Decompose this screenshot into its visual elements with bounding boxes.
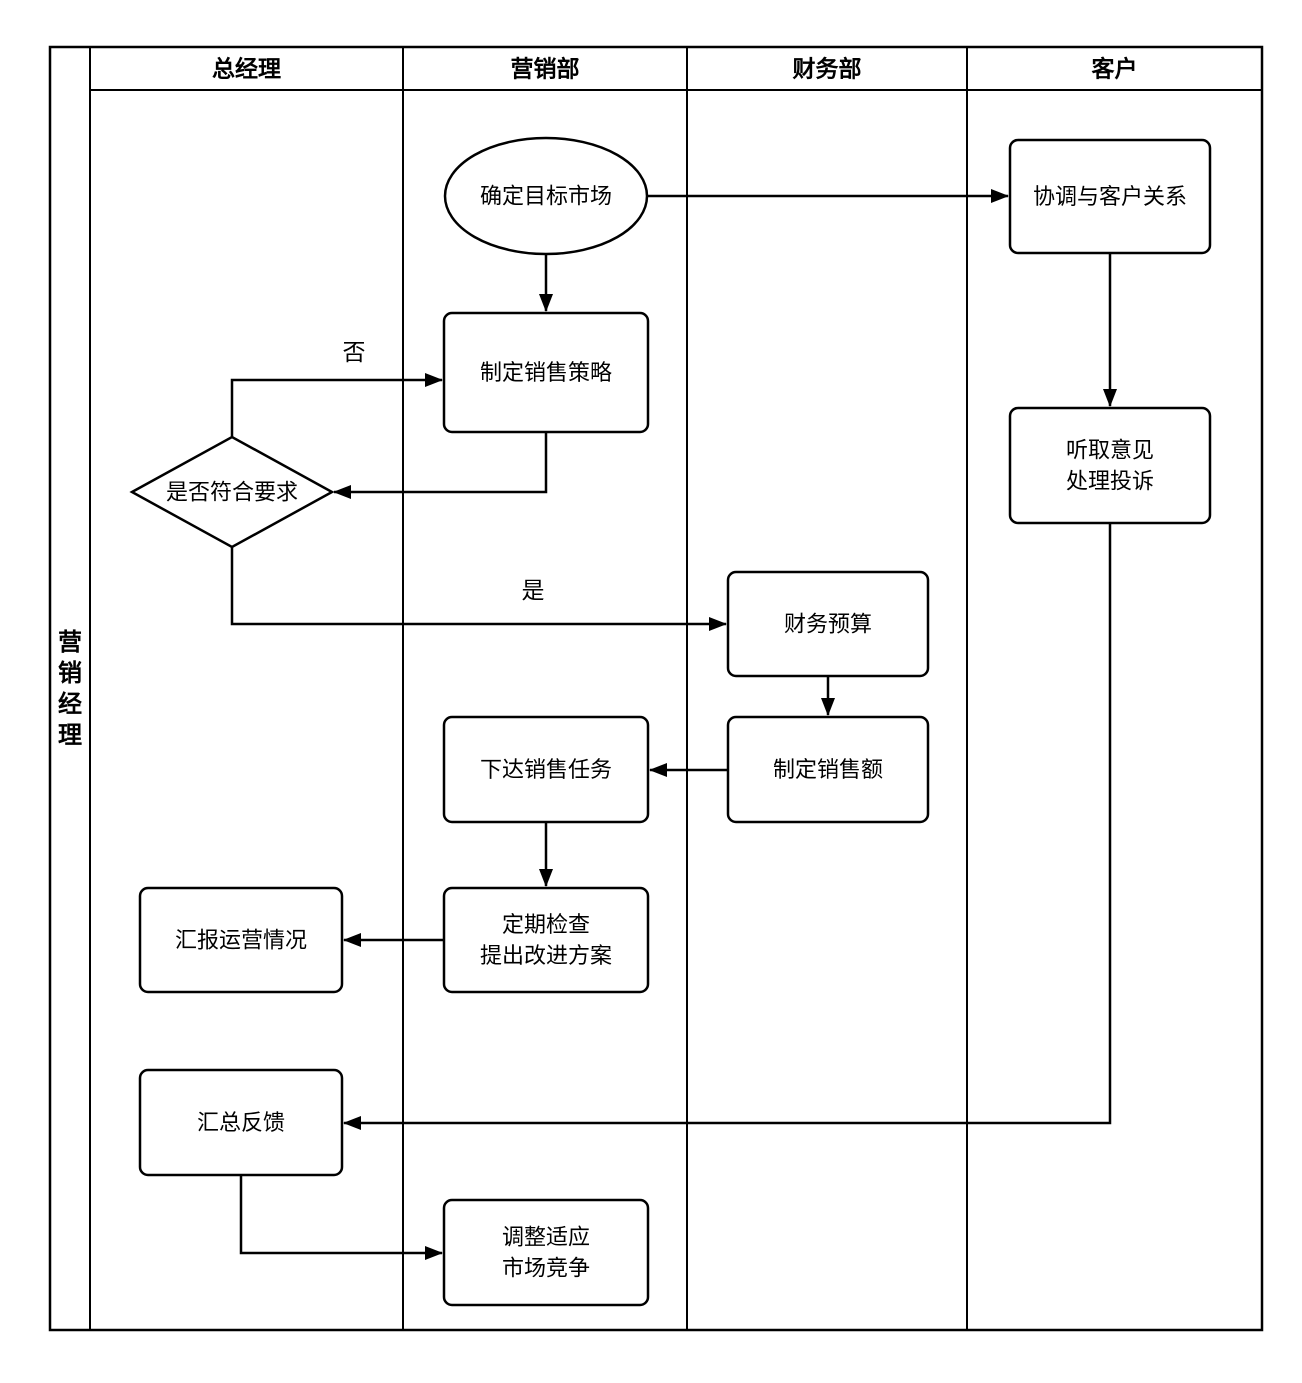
- rect-shape: [442, 715, 650, 824]
- rect-shape: [1008, 406, 1212, 525]
- node-label: 定期检查: [502, 912, 590, 937]
- node-label: 财务预算: [784, 612, 872, 637]
- rect-shape: [138, 886, 344, 994]
- node-meets-requirements: 是否符合要求: [129, 435, 335, 549]
- edge-label-decision-no-to-strategy: 否: [343, 339, 366, 365]
- rect-shape: [442, 886, 650, 994]
- lane-label-char: 销: [58, 660, 82, 687]
- node-coordinate-customer-relations: 协调与客户关系: [1008, 138, 1212, 255]
- lane-header-customer: 客户: [1092, 56, 1138, 82]
- node-formulate-sales-strategy: 制定销售策略: [442, 311, 650, 434]
- lane-header-general-manager: 总经理: [212, 56, 281, 82]
- rect-shape: [138, 1068, 344, 1177]
- edge-strategy-to-decision: [333, 432, 548, 499]
- edge-feedback-to-adjust: [239, 1175, 443, 1260]
- node-label: 汇总反馈: [197, 1110, 285, 1135]
- node-report-operations: 汇报运营情况: [138, 886, 344, 994]
- lane-header-finance-dept: 财务部: [793, 56, 862, 82]
- node-summarize-feedback: 汇总反馈: [138, 1068, 344, 1177]
- node-label: 制定销售策略: [480, 360, 612, 385]
- lane-header-marketing-dept: 营销部: [511, 56, 580, 82]
- ellipse-shape: [443, 136, 649, 256]
- node-label: 提出改进方案: [480, 943, 612, 968]
- node-label: 汇报运营情况: [175, 928, 307, 953]
- edge-decision-no-to-strategy: 否: [230, 339, 443, 437]
- edge-line: [343, 523, 1112, 1130]
- node-issue-sales-tasks: 下达销售任务: [442, 715, 650, 824]
- lane-label-char: 营: [58, 629, 82, 656]
- node-label: 确定目标市场: [480, 184, 612, 209]
- node-label: 下达销售任务: [480, 757, 612, 782]
- node-label: 处理投诉: [1066, 469, 1154, 494]
- edge-line: [333, 432, 548, 499]
- lane-label-char: 经: [58, 690, 82, 718]
- node-label: 协调与客户关系: [1033, 184, 1187, 209]
- edge-line: [230, 373, 443, 437]
- rect-shape: [442, 1198, 650, 1307]
- edge-label-decision-yes-to-budget: 是: [522, 577, 545, 603]
- rect-shape: [726, 715, 930, 824]
- node-determine-target-market: 确定目标市场: [443, 136, 649, 256]
- edge-line: [239, 1175, 443, 1260]
- lane-label-char: 理: [58, 722, 82, 749]
- diamond-shape: [129, 435, 335, 549]
- node-label: 制定销售额: [773, 757, 883, 782]
- node-financial-budget: 财务预算: [726, 570, 930, 678]
- node-label: 调整适应: [502, 1225, 590, 1250]
- node-label: 听取意见: [1066, 438, 1154, 463]
- node-label: 是否符合要求: [166, 480, 298, 505]
- edge-line: [230, 547, 727, 631]
- rect-shape: [726, 570, 930, 678]
- node-label: 市场竞争: [502, 1256, 590, 1281]
- edge-decision-yes-to-budget: 是: [230, 547, 727, 631]
- edge-listen-to-feedback: [343, 523, 1112, 1130]
- rect-shape: [1008, 138, 1212, 255]
- rect-shape: [442, 311, 650, 434]
- node-set-sales-amount: 制定销售额: [726, 715, 930, 824]
